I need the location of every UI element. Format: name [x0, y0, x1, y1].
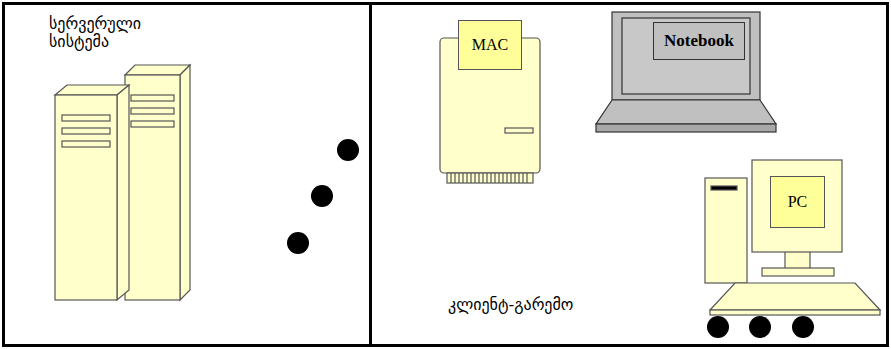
region-label: სერვერული სისტემა — [49, 15, 179, 52]
ellipsis-dots — [707, 316, 814, 338]
screen-label: MAC — [472, 35, 508, 54]
screen-box: PC — [770, 176, 825, 228]
server-tower — [55, 85, 129, 300]
screen-box: Notebook — [653, 22, 745, 60]
pc-computer — [705, 160, 880, 315]
screen-box: MAC — [458, 20, 522, 70]
server-panel: სერვერული სისტემა — [2, 2, 372, 347]
ellipsis-dots — [287, 139, 359, 254]
client-panel: კლიენტ-გარემო MAC NotebookPC — [369, 2, 889, 347]
screen-label: PC — [788, 192, 808, 211]
region-label: კლიენტ-გარემო — [448, 295, 708, 314]
screen-label: Notebook — [664, 31, 734, 51]
notebook-computer — [596, 12, 776, 132]
server-tower — [125, 65, 190, 300]
